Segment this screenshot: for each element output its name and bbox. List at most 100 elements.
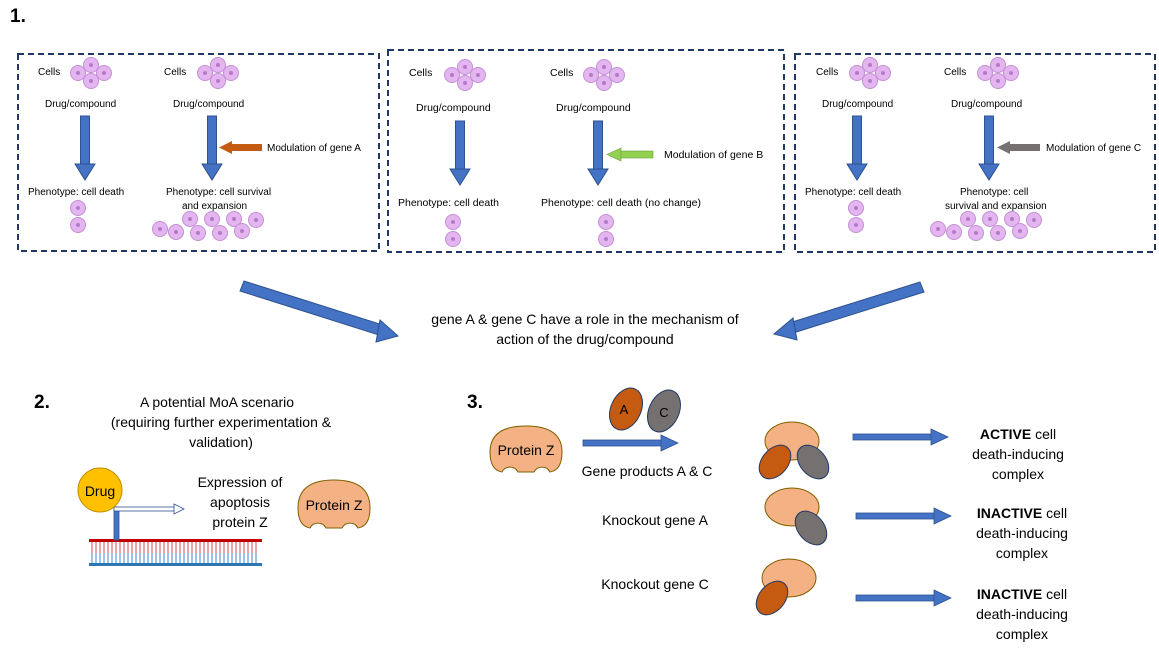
panel-3-border xyxy=(794,53,1156,253)
result-line: death-inducing xyxy=(976,606,1068,622)
section2-title: validation) xyxy=(189,434,253,450)
cell-pair xyxy=(599,215,614,247)
phenotype-label: Phenotype: cell survival xyxy=(166,187,271,198)
drug-molecule: Drug xyxy=(77,467,123,513)
right-arrow-icon xyxy=(855,507,952,525)
gene-c-arrow-icon xyxy=(997,141,1040,154)
down-arrow-icon xyxy=(587,120,609,186)
promoter-arrow-icon xyxy=(113,503,185,541)
result-word: cell xyxy=(1042,586,1067,602)
modulation-label: Modulation of gene C xyxy=(1046,143,1141,154)
row-label: Gene products A & C xyxy=(582,463,713,479)
expression-text: protein Z xyxy=(212,514,268,530)
down-arrow-icon xyxy=(978,115,1000,181)
panel-1: Cells Drug/compound Phenotype: cell deat… xyxy=(17,53,380,252)
conclusion-text: gene A & gene C have a role in the mecha… xyxy=(431,311,739,327)
diagonal-arrow-left-icon xyxy=(239,280,400,343)
cell-cluster xyxy=(978,58,1019,89)
protein-z-label: Protein Z xyxy=(306,497,363,513)
cell-group xyxy=(931,212,1042,241)
dna-strand-icon xyxy=(89,539,262,566)
down-arrow-icon xyxy=(74,115,96,181)
result-status: INACTIVE xyxy=(977,586,1042,602)
phenotype-label: Phenotype: cell xyxy=(960,187,1028,198)
gene-a-label: A xyxy=(620,402,629,417)
result-line: ACTIVE cell xyxy=(980,426,1056,442)
drug-label: Drug/compound xyxy=(556,102,631,114)
result-line: INACTIVE cell xyxy=(977,505,1067,521)
row-label: Knockout gene C xyxy=(601,576,708,592)
right-arrow-icon xyxy=(855,589,952,607)
cell-cluster xyxy=(850,58,891,89)
result-word: cell xyxy=(1042,505,1067,521)
cell-cluster xyxy=(198,58,239,89)
gene-product-a: A xyxy=(609,387,643,431)
cells-label: Cells xyxy=(409,67,432,79)
drug-text: Drug xyxy=(85,483,115,499)
down-arrow-icon xyxy=(201,115,223,181)
inactive-complex-knockout-a xyxy=(764,487,828,546)
phenotype-label: survival and expansion xyxy=(945,201,1047,212)
expression-text: apoptosis xyxy=(210,494,270,510)
drug-label: Drug/compound xyxy=(45,99,116,110)
cell-group xyxy=(153,212,264,241)
protein-z-label: Protein Z xyxy=(498,442,555,458)
cell-pair xyxy=(849,201,864,233)
drug-label: Drug/compound xyxy=(951,99,1022,110)
cells-label: Cells xyxy=(816,67,838,78)
panel-1-border xyxy=(17,53,380,252)
row-label: Knockout gene A xyxy=(602,512,709,528)
phenotype-label: Phenotype: cell death xyxy=(398,197,499,209)
result-line: complex xyxy=(996,626,1048,642)
gene-c-label: C xyxy=(659,405,668,420)
gene-a-arrow-icon xyxy=(219,141,262,154)
section2-title: A potential MoA scenario xyxy=(140,394,294,410)
panel-2-border xyxy=(387,49,785,253)
cell-cluster xyxy=(445,60,486,91)
result-line: complex xyxy=(996,545,1048,561)
phenotype-label: and expansion xyxy=(182,201,247,212)
cell-cluster xyxy=(71,58,112,89)
gene-b-arrow-icon xyxy=(606,147,654,162)
conclusion-text: action of the drug/compound xyxy=(496,331,673,347)
down-arrow-icon xyxy=(846,115,868,181)
right-arrow-icon xyxy=(582,434,679,452)
cell-cluster xyxy=(584,60,625,91)
phenotype-label: Phenotype: cell death xyxy=(28,187,124,198)
result-line: death-inducing xyxy=(972,446,1064,462)
section2-number: 2. xyxy=(34,392,50,413)
result-line: death-inducing xyxy=(976,525,1068,541)
right-arrow-icon xyxy=(852,428,949,446)
result-word: cell xyxy=(1031,426,1056,442)
result-status: ACTIVE xyxy=(980,426,1031,442)
drug-label: Drug/compound xyxy=(416,102,491,114)
expression-text: Expression of xyxy=(198,474,283,490)
down-arrow-icon xyxy=(449,120,471,186)
result-line: INACTIVE cell xyxy=(977,586,1067,602)
drug-label: Drug/compound xyxy=(822,99,893,110)
protein-z-shape: Protein Z xyxy=(489,425,563,473)
section3-number: 3. xyxy=(467,392,483,413)
protein-z-shape: Protein Z xyxy=(297,479,371,529)
cell-pair xyxy=(71,201,86,233)
inactive-complex-knockout-c xyxy=(755,558,817,616)
result-status: INACTIVE xyxy=(977,505,1042,521)
panel-2: Cells Drug/compound Phenotype: cell deat… xyxy=(387,49,785,253)
phenotype-label: Phenotype: cell death (no change) xyxy=(541,197,701,209)
section1-number: 1. xyxy=(10,6,26,27)
cells-label: Cells xyxy=(550,67,573,79)
modulation-label: Modulation of gene A xyxy=(267,143,361,154)
section2-title: (requiring further experimentation & xyxy=(111,414,332,430)
phenotype-label: Phenotype: cell death xyxy=(805,187,901,198)
active-complex xyxy=(758,421,830,480)
cell-pair xyxy=(446,215,461,247)
cells-label: Cells xyxy=(164,67,186,78)
panel-3: Cells Drug/compound Phenotype: cell deat… xyxy=(794,53,1156,253)
drug-label: Drug/compound xyxy=(173,99,244,110)
cells-label: Cells xyxy=(38,67,60,78)
result-line: complex xyxy=(992,466,1044,482)
modulation-label: Modulation of gene B xyxy=(664,149,763,161)
cells-label: Cells xyxy=(944,67,966,78)
diagonal-arrow-right-icon xyxy=(772,281,925,341)
